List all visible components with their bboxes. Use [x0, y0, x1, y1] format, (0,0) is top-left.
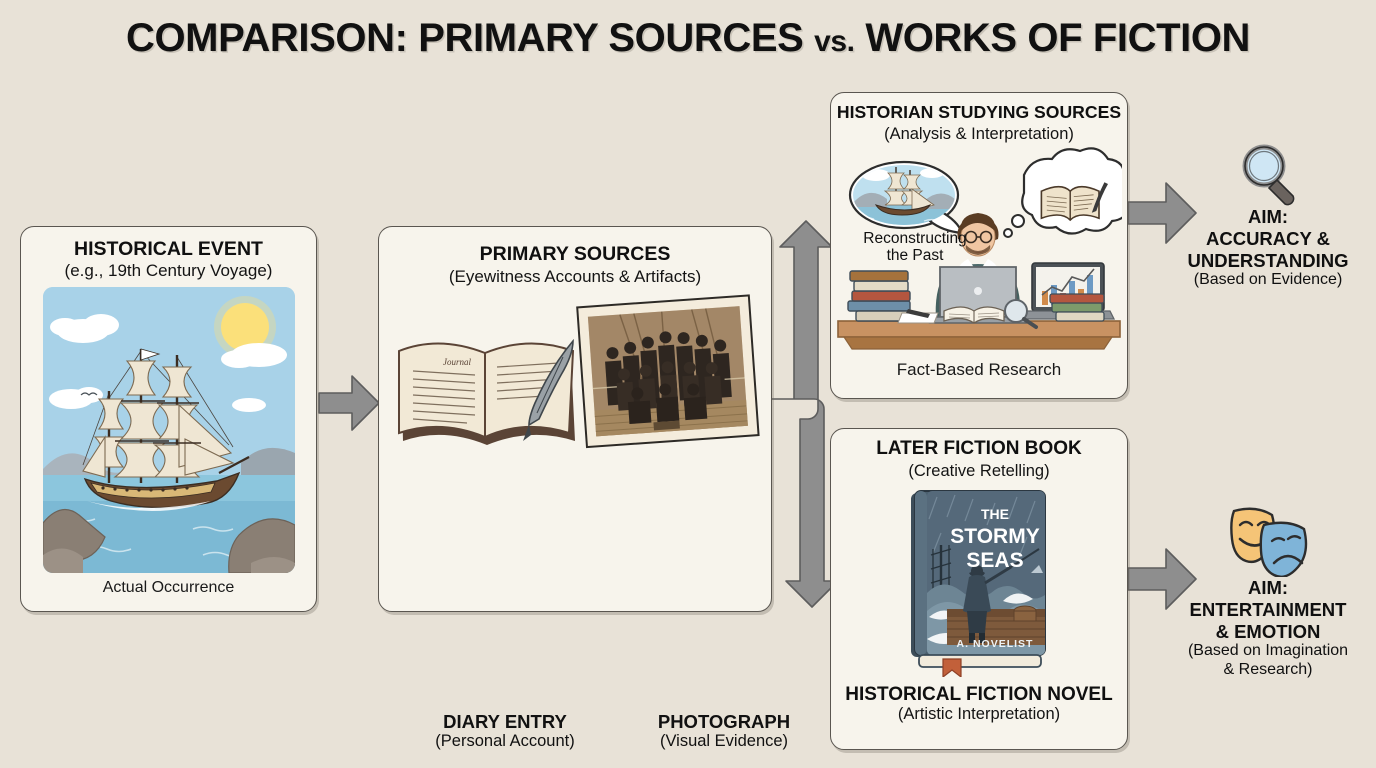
desk-magnifier-icon	[1004, 299, 1038, 329]
aim-entertainment-line1: AIM:	[1247, 577, 1289, 598]
arrow-event-to-sources	[318, 375, 380, 431]
panel-fiction-book: LATER FICTION BOOK (Creative Retelling)	[830, 428, 1128, 750]
book-quill-thought-cloud	[1003, 147, 1122, 238]
panel-historian: HISTORIAN STUDYING SOURCES (Analysis & I…	[830, 92, 1128, 399]
aim-entertainment-subtitle-line2: & Research)	[1223, 660, 1313, 678]
historian-at-desk-illustration	[836, 145, 1122, 360]
arrow-sources-branch	[771, 220, 839, 608]
aim-entertainment-line2: ENTERTAINMENT	[1189, 598, 1347, 620]
book-stack	[847, 270, 913, 322]
photo-caption-title: PHOTOGRAPH	[657, 711, 791, 732]
panel-historical-event: HISTORICAL EVENT (e.g., 19th Century Voy…	[20, 226, 317, 612]
fiction-book-subtitle: (Creative Retelling)	[908, 462, 1050, 480]
photo-caption-subtitle: (Visual Evidence)	[659, 732, 789, 751]
page-title-vs: vs.	[814, 25, 855, 58]
aim-accuracy-line1: AIM:	[1247, 206, 1289, 227]
aim-accuracy-line2: ACCURACY &	[1205, 227, 1331, 249]
theater-masks-icon	[1160, 505, 1376, 578]
primary-sources-subtitle: (Eyewitness Accounts & Artifacts)	[448, 267, 702, 286]
sepia-crew-photograph	[570, 281, 773, 494]
fiction-caption-subtitle: (Artistic Interpretation)	[897, 705, 1061, 724]
svg-text:Journal: Journal	[443, 357, 471, 367]
book-cover-line1: THE	[981, 506, 1009, 522]
historical-event-title: HISTORICAL EVENT	[74, 238, 263, 260]
historian-caption: Fact-Based Research	[896, 360, 1062, 379]
fiction-book-title: LATER FICTION BOOK	[876, 438, 1082, 459]
book-cover-author: A. NOVELIST	[957, 638, 1034, 650]
fiction-book-caption: HISTORICAL FICTION NOVEL (Artistic Inter…	[831, 684, 1127, 724]
tall-ship-at-sea-illustration	[43, 287, 295, 573]
primary-source-caption-diary: DIARY ENTRY (Personal Account)	[393, 711, 617, 751]
historian-title: HISTORIAN STUDYING SOURCES	[836, 102, 1122, 122]
aim-accuracy-line3: UNDERSTANDING	[1187, 249, 1349, 271]
open-book-on-desk	[943, 306, 1005, 324]
aim-accuracy-subtitle: (Based on Evidence)	[1193, 271, 1343, 289]
primary-sources-title: PRIMARY SOURCES	[479, 243, 671, 265]
book-cover-line2: STORMY	[950, 525, 1039, 548]
page-title-tail: WORKS OF FICTION	[854, 16, 1251, 60]
book-cover-line3: SEAS	[966, 549, 1023, 572]
paper-and-pen	[897, 309, 939, 324]
stormy-seas-book-cover: THE STORMY SEAS A. NOVELIST	[907, 489, 1052, 679]
primary-source-caption-photograph: PHOTOGRAPH (Visual Evidence)	[619, 711, 829, 751]
aim-entertainment-block: AIM: ENTERTAINMENT & EMOTION (Based on I…	[1160, 505, 1376, 679]
panel-primary-sources: PRIMARY SOURCES (Eyewitness Accounts & A…	[378, 226, 790, 750]
historical-event-caption: Actual Occurrence	[102, 579, 235, 596]
diary-caption-title: DIARY ENTRY	[443, 711, 567, 732]
aim-entertainment-subtitle-line1: (Based on Imagination	[1187, 642, 1349, 660]
diary-caption-subtitle: (Personal Account)	[435, 732, 575, 751]
open-diary-with-quill-illustration: Journal	[387, 309, 587, 489]
historian-thought-label-line2: the Past	[886, 246, 944, 264]
books-right	[1049, 293, 1105, 322]
historian-thought-label: Reconstructing the Past	[841, 230, 989, 264]
page-title-main: COMPARISON: PRIMARY SOURCES	[125, 16, 815, 60]
ship-thought-bubble	[848, 160, 964, 235]
fiction-caption-title: HISTORICAL FICTION NOVEL	[845, 684, 1113, 705]
aim-entertainment-line3: & EMOTION	[1215, 620, 1321, 642]
aim-accuracy-block: AIM: ACCURACY & UNDERSTANDING (Based on …	[1160, 140, 1376, 290]
historian-thought-label-line1: Reconstructing	[863, 230, 967, 247]
magnifying-glass-icon	[1160, 140, 1376, 206]
historical-event-subtitle: (e.g., 19th Century Voyage)	[64, 261, 273, 280]
page-title: COMPARISON: PRIMARY SOURCES vs. WORKS OF…	[0, 16, 1376, 61]
historian-subtitle: (Analysis & Interpretation)	[884, 125, 1074, 143]
